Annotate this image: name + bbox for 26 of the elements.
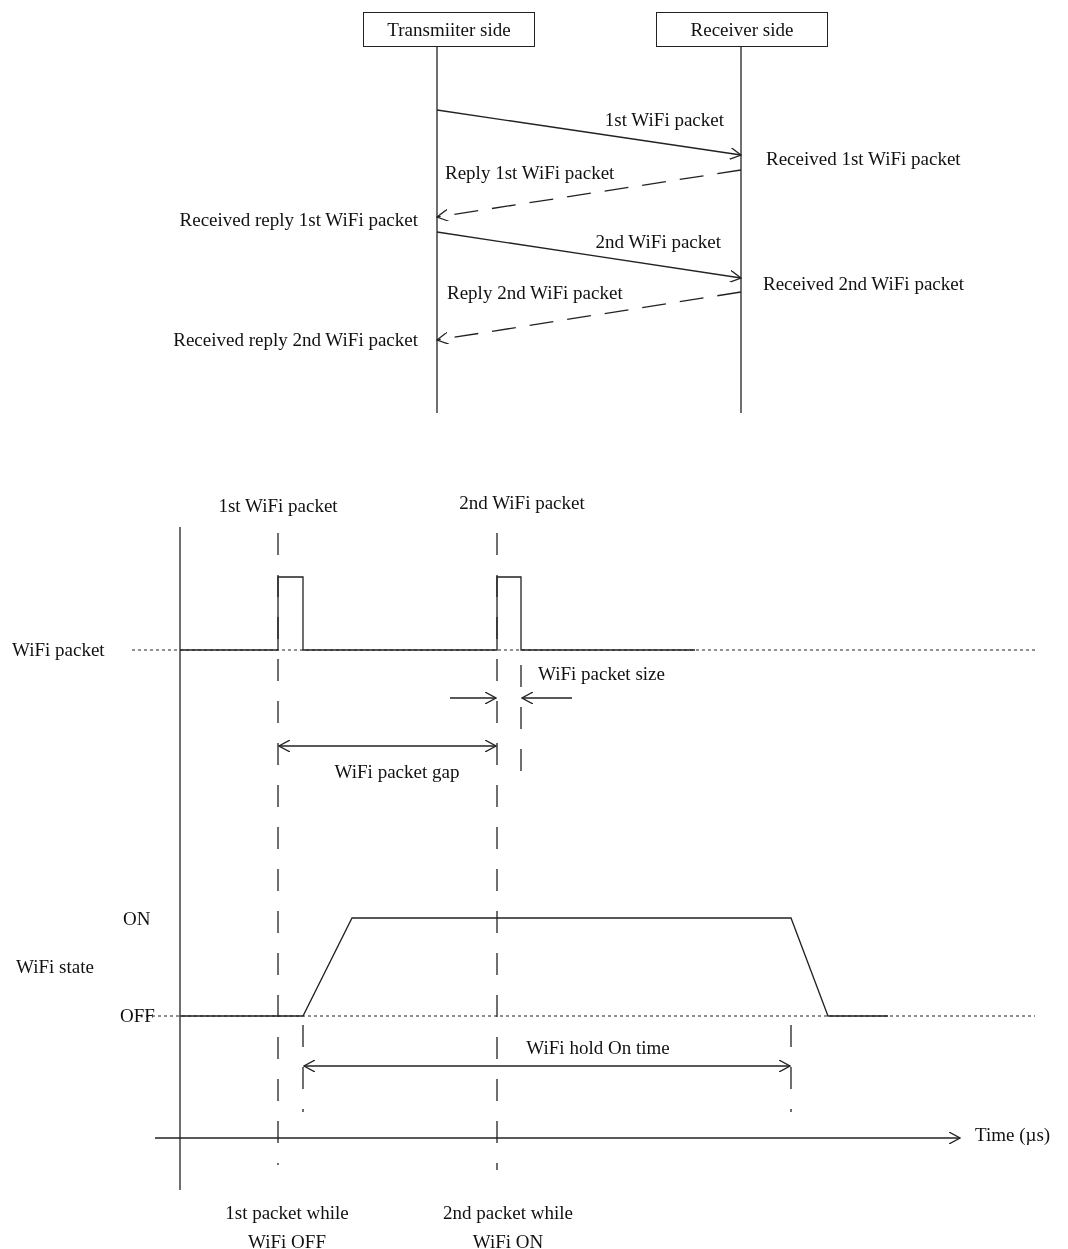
message-arrow xyxy=(436,291,742,345)
lifeline-header: Receiver side xyxy=(656,12,828,47)
level-label: ON xyxy=(123,908,151,930)
edge-label: 2nd WiFi packet xyxy=(595,231,721,253)
message-arrow xyxy=(436,231,742,283)
event-label: Received reply 2nd WiFi packet xyxy=(173,329,418,351)
edge-label: Reply 1st WiFi packet xyxy=(445,162,615,184)
dimension-label: WiFi packet gap xyxy=(334,761,460,783)
dimension-label: WiFi packet size xyxy=(538,663,665,685)
axis-label: Time (µs) xyxy=(975,1124,1051,1146)
edge-label: Reply 2nd WiFi packet xyxy=(447,282,623,304)
message-arrow xyxy=(436,169,742,222)
packet-label: 2nd WiFi packet xyxy=(459,492,585,514)
edge-label: 1st WiFi packet xyxy=(604,109,724,131)
lifeline-header: Transmiiter side xyxy=(363,12,535,47)
caption-label: 1st packet while WiFi OFF xyxy=(224,1201,350,1249)
dimension-label: WiFi hold On time xyxy=(526,1037,670,1059)
event-label: Received 1st WiFi packet xyxy=(766,148,961,170)
level-label: OFF xyxy=(120,1005,155,1027)
packet-label: 1st WiFi packet xyxy=(218,495,338,517)
event-label: Received reply 1st WiFi packet xyxy=(179,209,418,231)
message-arrow xyxy=(436,109,742,160)
event-label: Received 2nd WiFi packet xyxy=(763,273,964,295)
signal-label: WiFi packet xyxy=(12,639,105,661)
caption-label: 2nd packet while WiFi ON xyxy=(442,1201,574,1249)
signal-label: WiFi state xyxy=(16,956,94,978)
